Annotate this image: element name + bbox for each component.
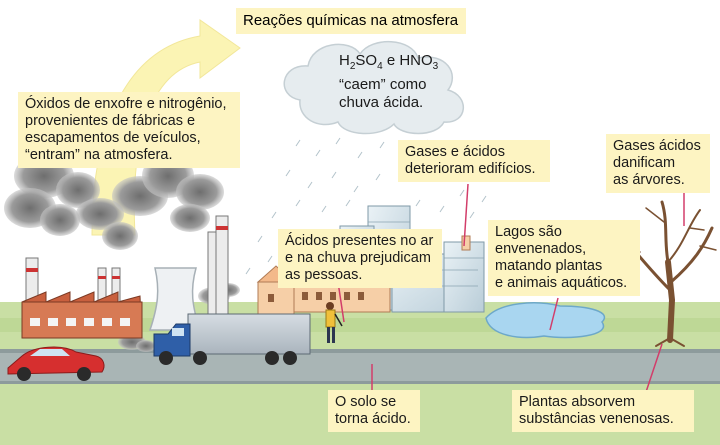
cloud-line-2: “caem” como bbox=[339, 76, 427, 93]
truck bbox=[153, 313, 311, 365]
leader-lines bbox=[337, 183, 685, 393]
road bbox=[0, 352, 720, 382]
label-lakes-line: matando plantas bbox=[495, 258, 603, 274]
label-trees: Gases ácidos danificam as árvores. bbox=[606, 134, 710, 193]
label-people: Ácidos presentes no ar e na chuva prejud… bbox=[278, 229, 442, 288]
label-lakes-line: envenenados, bbox=[495, 241, 587, 257]
diagram-title: Reações químicas na atmosfera bbox=[236, 8, 466, 34]
label-people-line: Ácidos presentes no ar bbox=[285, 233, 434, 249]
factory bbox=[21, 291, 143, 339]
label-buildings: Gases e ácidos deterioram edifícios. bbox=[398, 140, 550, 182]
label-buildings-line: deterioram edifícios. bbox=[405, 161, 536, 177]
label-lakes-line: Lagos são bbox=[495, 224, 562, 240]
label-trees-line: danificam bbox=[613, 155, 676, 171]
label-oxides-line: “entram” na atmosfera. bbox=[25, 147, 173, 163]
label-oxides: Óxidos de enxofre e nitrogênio, provenie… bbox=[18, 92, 240, 168]
lake bbox=[485, 302, 605, 339]
label-oxides-line: provenientes de fábricas e bbox=[25, 113, 196, 129]
label-buildings-line: Gases e ácidos bbox=[405, 144, 505, 160]
label-oxides-line: escapamentos de veículos, bbox=[25, 130, 201, 146]
label-lakes-line: e animais aquáticos. bbox=[495, 275, 628, 291]
label-oxides-line: Óxidos de enxofre e nitrogênio, bbox=[25, 96, 227, 112]
label-plants-line: substâncias venenosas. bbox=[519, 411, 674, 427]
red-car bbox=[7, 346, 105, 381]
cloud-line-3: chuva ácida. bbox=[339, 94, 424, 111]
label-soil-line: torna ácido. bbox=[335, 411, 411, 427]
cloud-label: H2SO4 e HNO3 “caem” como chuva ácida. bbox=[339, 52, 438, 112]
label-trees-line: Gases ácidos bbox=[613, 138, 701, 154]
label-people-line: e na chuva prejudicam bbox=[285, 250, 431, 266]
cloud-formula: H2SO4 e HNO3 bbox=[339, 52, 439, 72]
label-soil: O solo se torna ácido. bbox=[328, 390, 420, 432]
label-soil-line: O solo se bbox=[335, 394, 397, 410]
label-trees-line: as árvores. bbox=[613, 172, 685, 188]
label-plants-line: Plantas absorvem bbox=[519, 394, 636, 410]
cloud-icon bbox=[283, 41, 465, 135]
label-plants: Plantas absorvem substâncias venenosas. bbox=[512, 390, 694, 432]
acid-rain-streaks bbox=[245, 137, 487, 275]
label-lakes: Lagos são envenenados, matando plantas e… bbox=[488, 220, 640, 296]
label-people-line: as pessoas. bbox=[285, 267, 363, 283]
person-with-umbrella bbox=[325, 302, 343, 343]
